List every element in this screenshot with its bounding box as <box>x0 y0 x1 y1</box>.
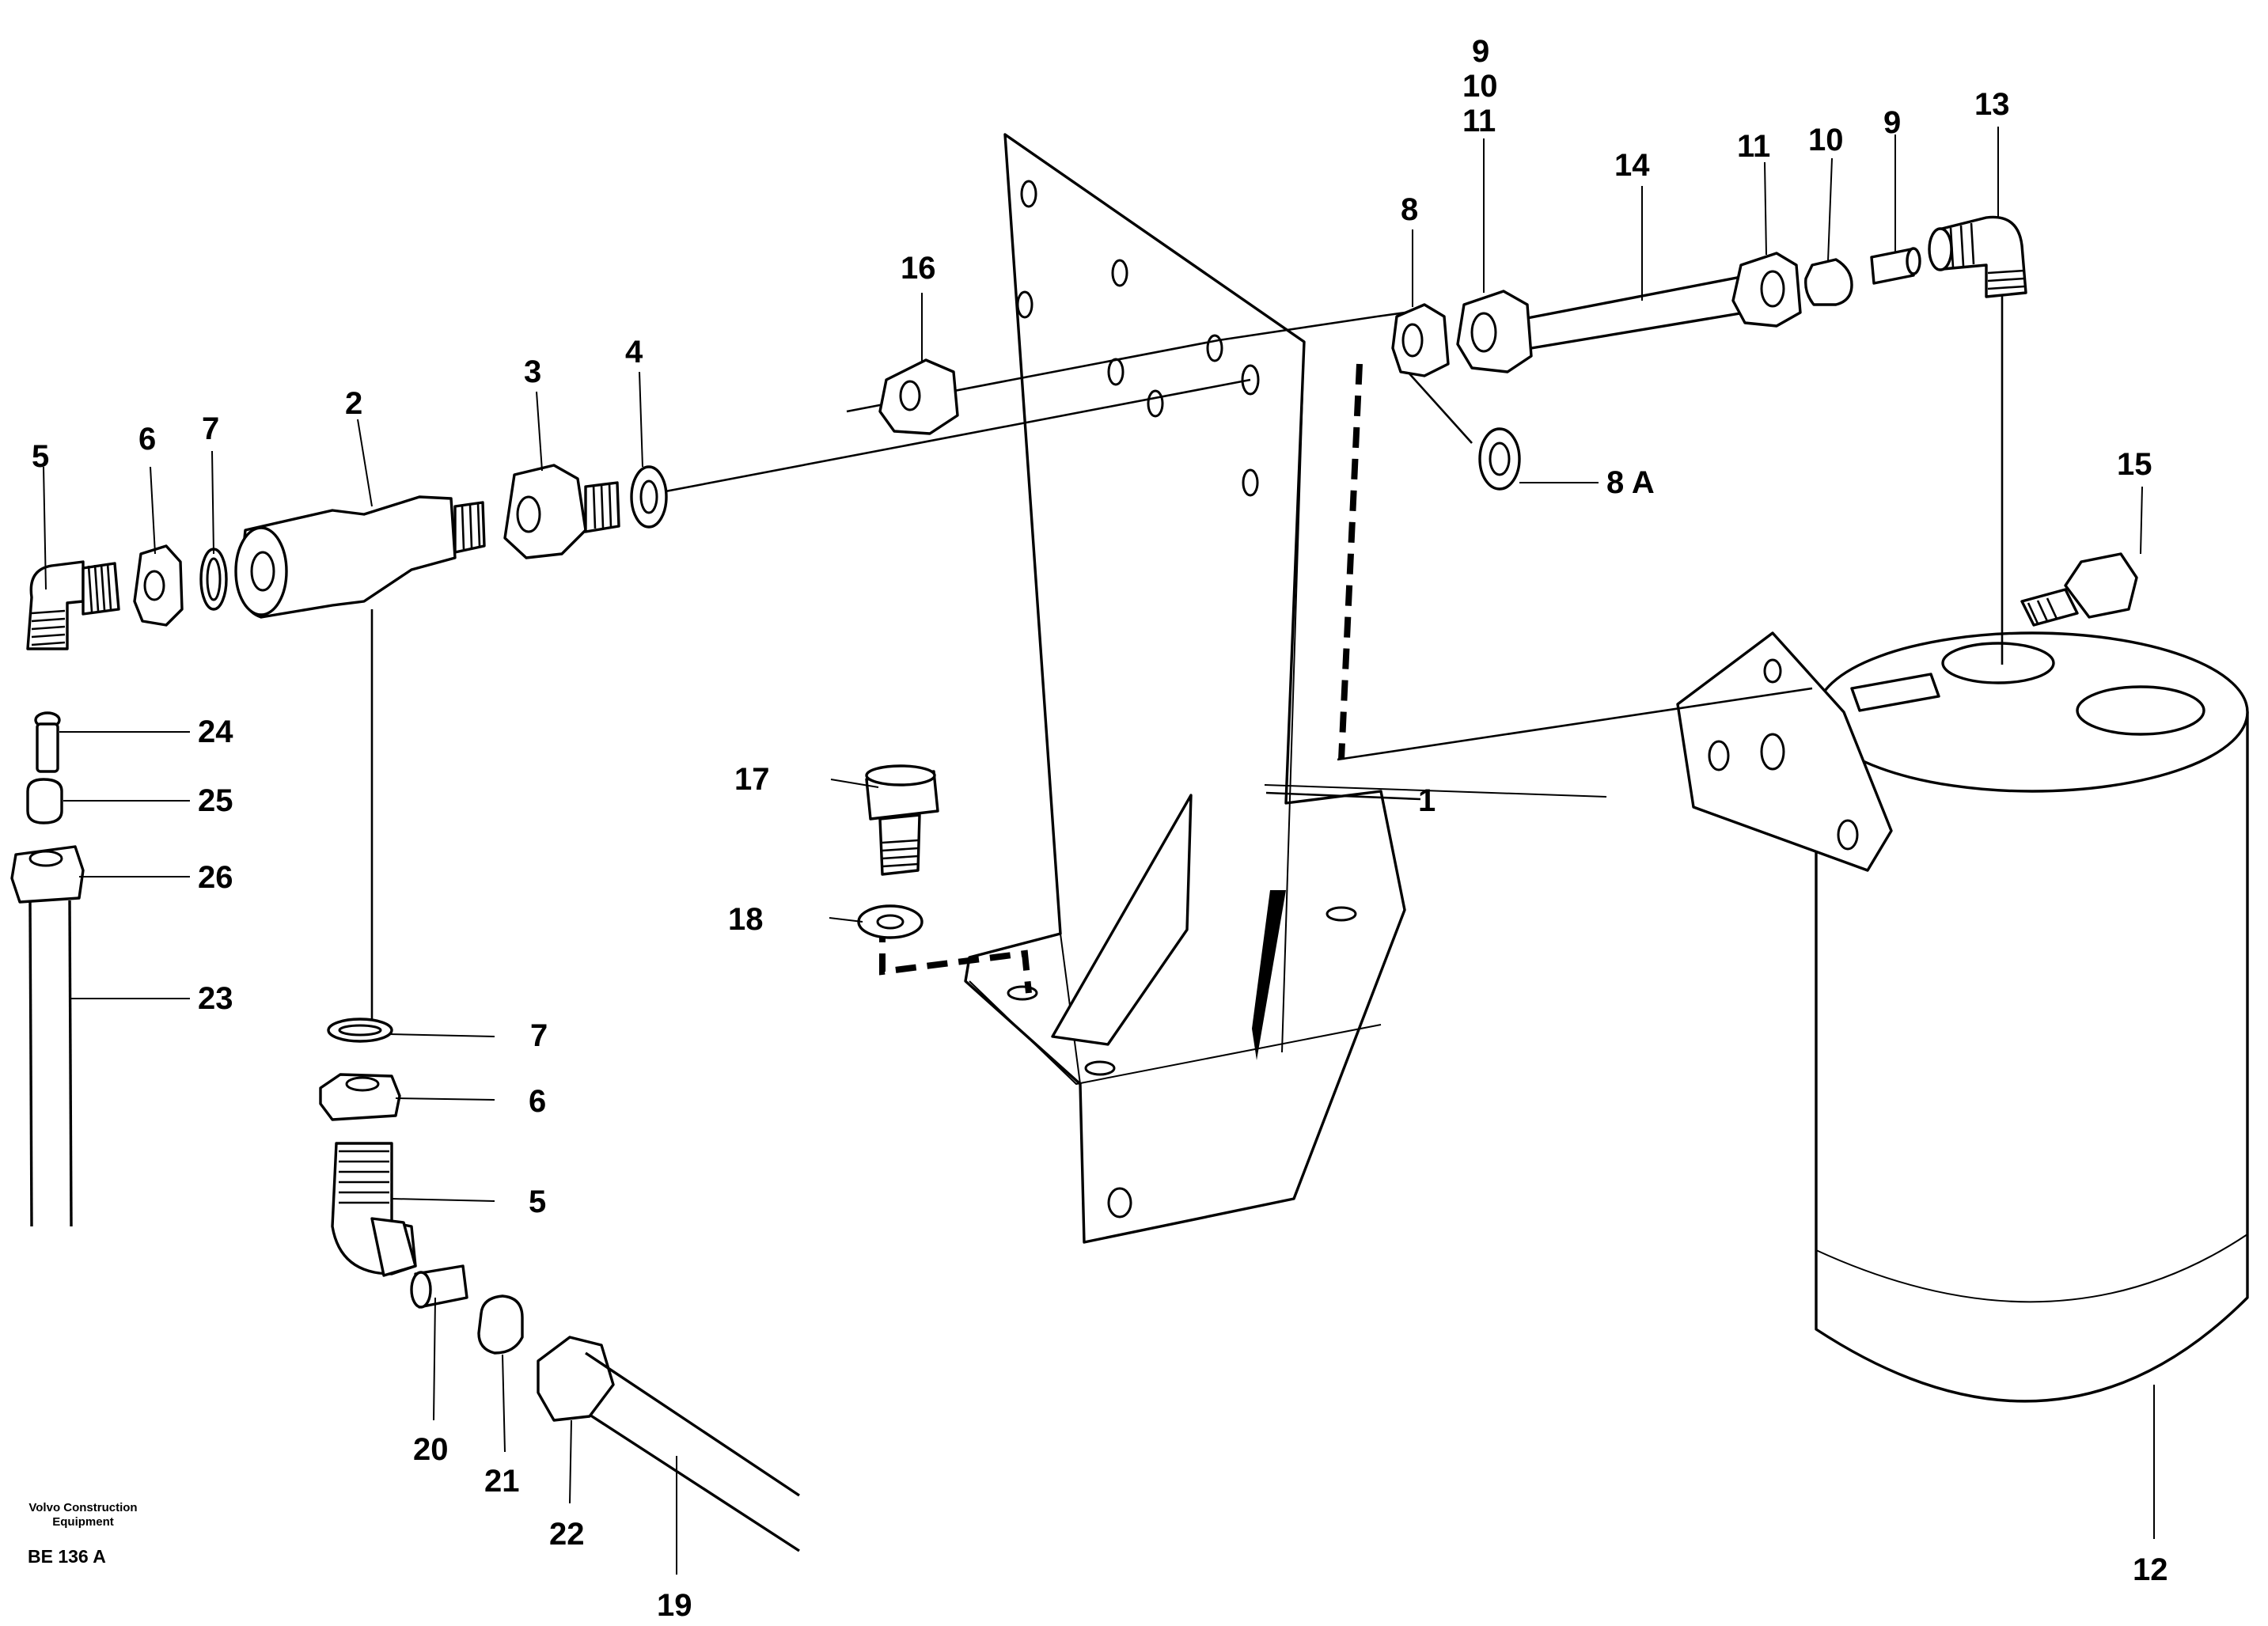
label-24: 24 <box>198 714 233 749</box>
label-25: 25 <box>198 783 233 818</box>
label-9-stack: 9 <box>1472 34 1489 69</box>
mounting-bracket <box>964 133 1406 1244</box>
footer-caption: Volvo Construction Equipment BE 136 A <box>28 1501 138 1567</box>
label-26: 26 <box>198 860 233 895</box>
bolt-and-washer <box>857 764 939 939</box>
label-1: 1 <box>1418 783 1436 818</box>
label-10-stack: 10 <box>1462 69 1498 104</box>
filter-canister <box>1676 631 2249 1403</box>
label-20: 20 <box>413 1432 449 1467</box>
label-14: 14 <box>1614 148 1650 183</box>
label-13: 13 <box>1974 87 2010 122</box>
label-5-upper: 5 <box>32 439 49 474</box>
label-11-stack: 11 <box>1462 104 1496 138</box>
label-19: 19 <box>657 1588 692 1623</box>
caption-company: Volvo Construction <box>28 1501 137 1514</box>
label-7-upper: 7 <box>202 411 219 446</box>
drawing-code: BE 136 A <box>28 1546 106 1567</box>
label-15: 15 <box>2117 447 2152 482</box>
label-23: 23 <box>198 981 233 1016</box>
label-4: 4 <box>625 335 643 370</box>
left-fitting-assembly <box>10 464 800 1552</box>
label-17: 17 <box>734 762 770 797</box>
label-11: 11 <box>1737 129 1770 164</box>
label-3: 3 <box>524 354 541 389</box>
label-10: 10 <box>1808 123 1844 157</box>
label-9: 9 <box>1883 105 1901 140</box>
caption-division: Equipment <box>52 1515 114 1529</box>
label-6-lower: 6 <box>529 1084 546 1119</box>
callout-labels: 1 2 3 4 5 6 7 8 8 A 9 10 11 14 11 10 9 1… <box>32 34 2168 1623</box>
leader-lines <box>43 127 2155 1575</box>
label-5-lower: 5 <box>529 1184 546 1219</box>
right-fitting-assembly <box>878 215 2138 627</box>
label-6-upper: 6 <box>138 422 156 457</box>
label-8: 8 <box>1401 192 1418 227</box>
label-8a: 8 A <box>1606 465 1655 500</box>
label-21: 21 <box>484 1464 520 1499</box>
label-12: 12 <box>2133 1552 2168 1587</box>
label-2: 2 <box>345 386 362 421</box>
label-16: 16 <box>901 251 936 286</box>
label-7-lower: 7 <box>530 1018 548 1053</box>
label-22: 22 <box>549 1517 585 1552</box>
label-18: 18 <box>728 902 764 937</box>
